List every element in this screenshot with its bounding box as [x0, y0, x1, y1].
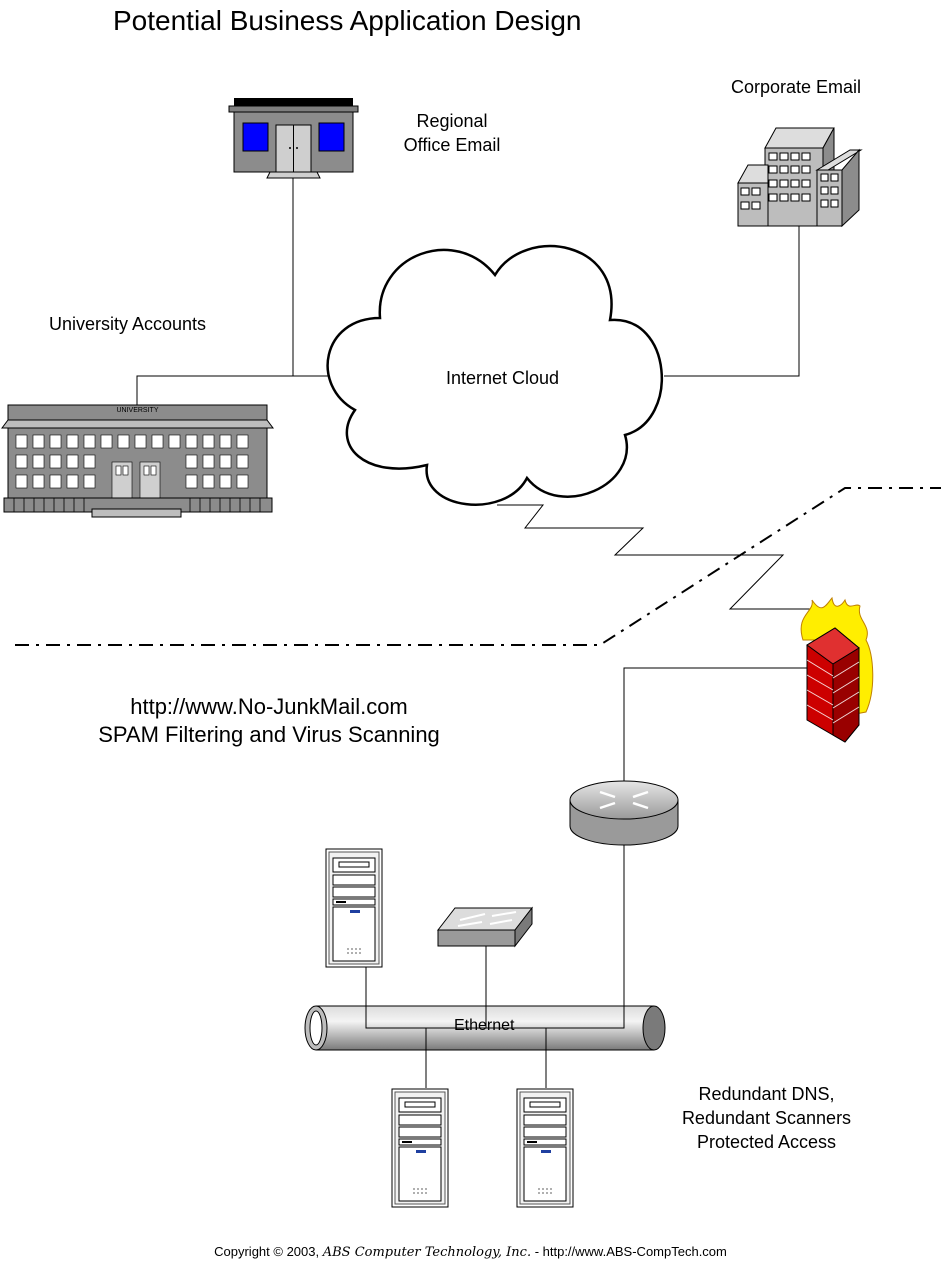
router-icon [569, 780, 679, 846]
firewall-icon [800, 596, 874, 743]
server-icon [516, 1088, 574, 1208]
house-icon [228, 98, 359, 179]
university-building-icon [1, 404, 274, 518]
notes-line-2: Redundant Scanners [681, 1108, 852, 1128]
regional-office-label: Regional Office Email [403, 111, 501, 155]
internet-cloud-label: Internet Cloud [446, 368, 560, 388]
office-building-icon [737, 127, 863, 228]
copyright-footer: Copyright © 2003, ABS Computer Technolog… [0, 1244, 941, 1260]
university-sign: UNIVERSITY [116, 407, 159, 414]
ethernet-label: Ethernet [454, 1017, 515, 1034]
wan-link [497, 504, 814, 610]
server-icon [391, 1088, 449, 1208]
switch-icon [436, 906, 534, 948]
notes-line-1: Redundant DNS, [698, 1084, 835, 1104]
university-link [136, 375, 328, 405]
page-title: Potential Business Application Design [113, 5, 582, 36]
service-description: SPAM Filtering and Virus Scanning [98, 722, 440, 747]
corporate-email-label: Corporate Email [731, 77, 862, 97]
service-url: http://www.No-JunkMail.com [130, 694, 408, 719]
security-boundary [15, 487, 941, 646]
firewall-router-link [623, 667, 815, 785]
server-icon [325, 848, 383, 968]
internet-cloud [326, 244, 664, 506]
copyright-suffix: - http://www.ABS-CompTech.com [531, 1244, 727, 1259]
university-accounts-label: University Accounts [49, 314, 207, 334]
notes-line-3: Protected Access [696, 1132, 837, 1152]
copyright-prefix: Copyright © 2003, [214, 1244, 323, 1259]
company-name: ABS Computer Technology, Inc. [322, 1245, 532, 1260]
corporate-link [664, 226, 800, 377]
